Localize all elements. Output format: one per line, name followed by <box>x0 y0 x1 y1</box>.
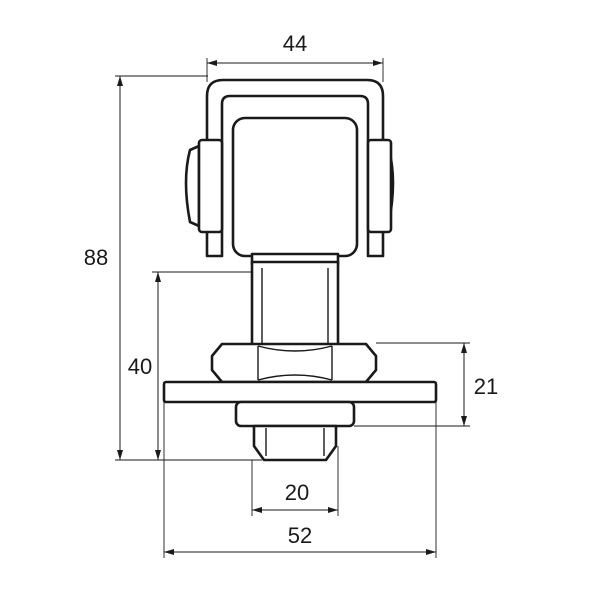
nut-height-arrow-bottom <box>461 416 467 426</box>
left-pin-boss <box>184 144 201 228</box>
plate-width-label: 52 <box>288 523 312 548</box>
mounting-plate <box>162 380 438 404</box>
overall-height-label: 88 <box>84 245 108 270</box>
lower-height-label: 40 <box>128 354 152 379</box>
hex-nut <box>210 342 378 384</box>
bolt-dia-arrow-right <box>328 507 338 513</box>
lower-height-arrow-top <box>155 272 161 282</box>
plate-width-arrow-left <box>164 549 174 555</box>
washer <box>234 400 356 428</box>
plate-width-arrow-right <box>426 549 436 555</box>
top-width-arrow-left <box>207 60 217 66</box>
right-side-plate <box>366 138 393 234</box>
overall-height-arrow-bottom <box>117 450 123 460</box>
nut-height-arrow-top <box>461 343 467 353</box>
top-width-arrow-right <box>373 60 383 66</box>
lower-height-arrow-bottom <box>155 450 161 460</box>
hex-nut-chamfer <box>257 345 333 381</box>
left-side-plate <box>197 138 224 234</box>
swivel-head <box>231 116 359 258</box>
u-bracket <box>205 78 385 258</box>
bolt-end <box>252 424 338 462</box>
nut-height-label: 21 <box>474 374 498 399</box>
top-width-label: 44 <box>283 31 307 56</box>
bolt-dia-label: 20 <box>285 480 309 505</box>
overall-height-arrow-top <box>117 76 123 86</box>
bolt-dia-arrow-left <box>252 507 262 513</box>
threaded-shank <box>250 260 340 350</box>
